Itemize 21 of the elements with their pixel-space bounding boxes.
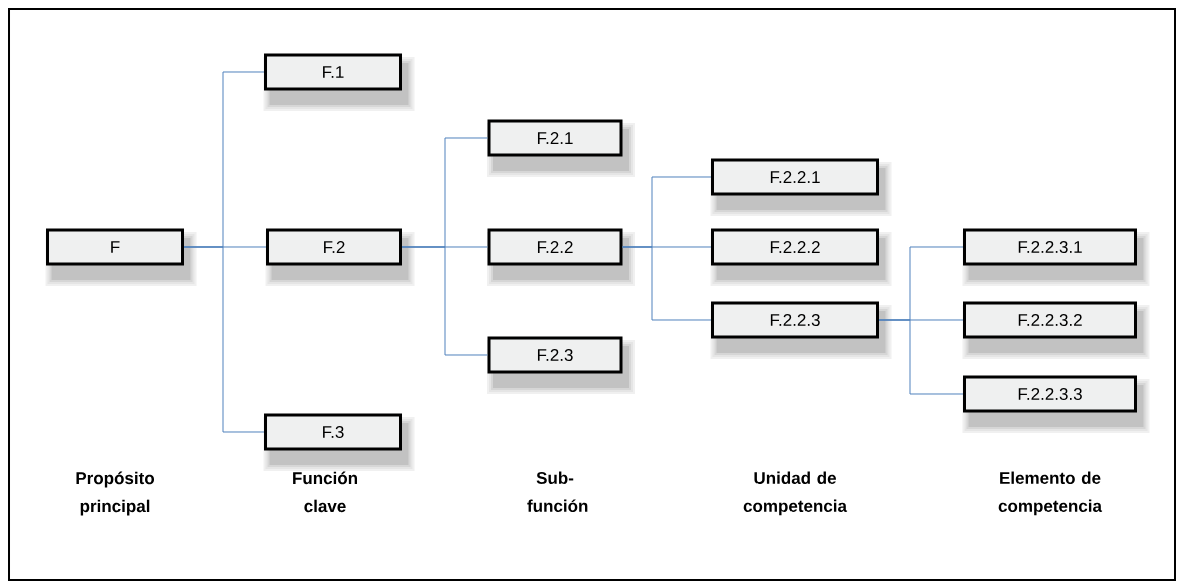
process-box: F.2.2.3.1 bbox=[962, 228, 1150, 286]
level-label: Propósito principal bbox=[76, 471, 154, 516]
process-box: F.2.2.3.2 bbox=[962, 301, 1150, 359]
process-box: F.2.2.2 bbox=[710, 228, 892, 286]
connector-line bbox=[183, 246, 265, 433]
process-box: F.2 bbox=[265, 228, 415, 286]
process-box: F.2.2.3 bbox=[710, 301, 892, 359]
connector-line bbox=[622, 246, 712, 321]
process-box: F.3 bbox=[263, 413, 415, 471]
level-label: Sub- función bbox=[527, 471, 588, 512]
process-box: F.1 bbox=[263, 53, 415, 111]
level-label: Elemento de competencia bbox=[998, 471, 1103, 516]
connector-line bbox=[878, 319, 964, 395]
process-box: F bbox=[45, 228, 197, 286]
process-box: F.2.2 bbox=[487, 228, 635, 286]
connector-line bbox=[401, 246, 488, 356]
process-box: F.2.2.3.3 bbox=[962, 375, 1150, 433]
level-label: Unidad de competencia bbox=[743, 471, 848, 516]
process-box: F.2.1 bbox=[487, 119, 635, 177]
process-box: F.2.2.1 bbox=[710, 158, 892, 216]
process-box: F.2.3 bbox=[487, 336, 635, 394]
